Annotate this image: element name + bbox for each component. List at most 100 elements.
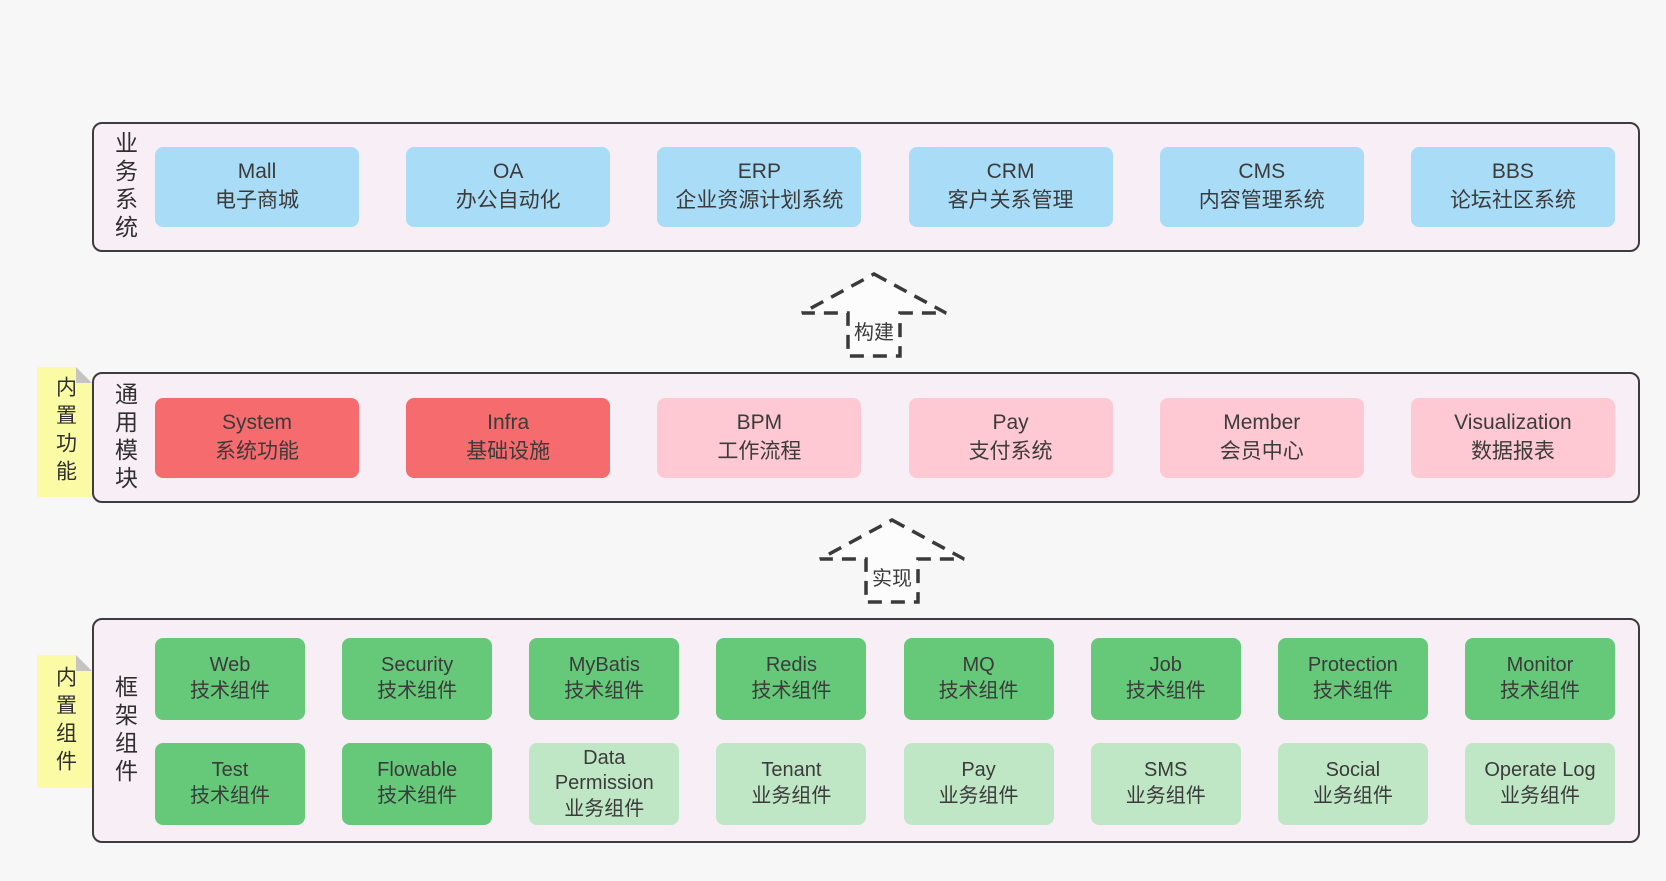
- box-title: Operate Log: [1484, 759, 1596, 782]
- box-subtitle: 办公自动化: [455, 189, 561, 212]
- diagram-box: CRM 客户关系管理: [908, 147, 1113, 227]
- box-title: Flowable: [377, 759, 458, 782]
- box-subtitle: 内容管理系统: [1198, 189, 1325, 212]
- box-subtitle: 电子商城: [215, 189, 299, 212]
- diagram-box: Pay 支付系统: [908, 397, 1113, 478]
- layer-business-systems-label: 业务系统: [111, 131, 138, 243]
- box-subtitle: 技术组件: [751, 680, 832, 702]
- layer-business-systems: 业务系统 Mall 电子商城 OA 办公自动化 ERP 企业资源计划系统 CRM…: [92, 122, 1640, 252]
- box-subtitle: 系统功能: [215, 439, 299, 463]
- business-systems-boxes: Mall 电子商城 OA 办公自动化 ERP 企业资源计划系统 CRM 客户关系…: [155, 124, 1638, 250]
- diagram-box: Web 技术组件: [155, 638, 305, 720]
- diagram-box: Mall 电子商城: [155, 147, 359, 227]
- box-title: ERP: [737, 160, 781, 184]
- box-title: Infra: [487, 410, 530, 434]
- diagram-box: CMS 内容管理系统: [1159, 147, 1364, 227]
- sticky-note-builtin-components: 内置组件: [37, 655, 92, 788]
- box-subtitle: 技术组件: [377, 680, 458, 702]
- box-title: BBS: [1491, 160, 1534, 184]
- diagram-box: OA 办公自动化: [406, 147, 611, 227]
- box-title: Data Permission: [554, 746, 654, 795]
- box-title: Test: [211, 759, 249, 782]
- box-subtitle: 技术组件: [1312, 680, 1393, 702]
- box-title: Security: [381, 654, 454, 677]
- diagram-box: Test 技术组件: [155, 743, 305, 825]
- diagram-box: System 系统功能: [155, 397, 359, 478]
- sticky-note-builtin-features: 内置功能: [37, 367, 92, 497]
- box-title: MyBatis: [568, 654, 640, 677]
- box-subtitle: 技术组件: [190, 785, 270, 807]
- box-title: Pay: [992, 410, 1029, 434]
- arrow-implement: 实现: [817, 517, 967, 605]
- box-subtitle: 业务组件: [1499, 785, 1580, 807]
- diagram-box: Data Permission 业务组件: [529, 743, 680, 825]
- box-subtitle: 业务组件: [564, 797, 645, 820]
- box-subtitle: 企业资源计划系统: [675, 189, 844, 212]
- arrow-build: 构建: [799, 271, 949, 359]
- diagram-box: Job 技术组件: [1090, 638, 1241, 720]
- framework-components-boxes: Web 技术组件 Security 技术组件 MyBatis 技术组件 Redi…: [155, 620, 1638, 841]
- diagram-box: ERP 企业资源计划系统: [657, 147, 862, 227]
- box-title: Protection: [1307, 654, 1398, 677]
- sticky-note-builtin-features-text: 内置功能: [53, 376, 77, 488]
- diagram-box: Security 技术组件: [342, 638, 493, 720]
- diagram-box: Monitor 技术组件: [1464, 638, 1615, 720]
- box-title: Job: [1149, 654, 1182, 677]
- box-subtitle: 论坛社区系统: [1449, 189, 1576, 212]
- diagram-box: Redis 技术组件: [716, 638, 867, 720]
- box-title: Pay: [961, 759, 996, 782]
- box-title: Visualization: [1454, 410, 1572, 434]
- box-subtitle: 业务组件: [1312, 785, 1393, 807]
- common-modules-boxes: System 系统功能 Infra 基础设施 BPM 工作流程 Pay 支付系统…: [155, 374, 1638, 501]
- diagram-box: MQ 技术组件: [903, 638, 1054, 720]
- box-subtitle: 工作流程: [717, 439, 802, 463]
- box-title: OA: [493, 160, 524, 184]
- box-title: BPM: [736, 410, 783, 434]
- box-title: CMS: [1238, 160, 1286, 184]
- box-title: CRM: [986, 160, 1035, 184]
- sticky-note-builtin-components-text: 内置组件: [53, 665, 77, 778]
- arrow-build-label: 构建: [852, 316, 896, 345]
- box-subtitle: 技术组件: [938, 680, 1019, 702]
- diagram-box: MyBatis 技术组件: [529, 638, 680, 720]
- box-subtitle: 技术组件: [1125, 680, 1206, 702]
- box-title: SMS: [1144, 759, 1188, 782]
- box-title: Social: [1325, 759, 1381, 782]
- diagram-box: Social 业务组件: [1277, 743, 1428, 825]
- box-subtitle: 基础设施: [466, 439, 551, 463]
- diagram-box: BPM 工作流程: [657, 397, 862, 478]
- layer-common-modules-label: 通用模块: [111, 381, 138, 494]
- box-subtitle: 技术组件: [1499, 680, 1580, 702]
- box-subtitle: 业务组件: [1125, 785, 1206, 807]
- box-title: Monitor: [1506, 654, 1574, 677]
- diagram-box: BBS 论坛社区系统: [1410, 147, 1615, 227]
- box-subtitle: 技术组件: [377, 785, 458, 807]
- diagram-box: Flowable 技术组件: [342, 743, 493, 825]
- box-subtitle: 技术组件: [190, 680, 270, 702]
- box-title: System: [221, 410, 292, 434]
- box-subtitle: 业务组件: [751, 785, 832, 807]
- diagram-box: Pay 业务组件: [903, 743, 1054, 825]
- up-block-arrow-icon: [819, 518, 965, 604]
- arrow-implement-label: 实现: [870, 562, 914, 591]
- box-title: Web: [209, 654, 251, 677]
- diagram-box: Operate Log 业务组件: [1464, 743, 1615, 825]
- diagram-box: Member 会员中心: [1159, 397, 1364, 478]
- box-subtitle: 业务组件: [938, 785, 1019, 807]
- box-title: Redis: [765, 654, 817, 677]
- diagram-box: Protection 技术组件: [1277, 638, 1428, 720]
- box-title: Member: [1223, 410, 1301, 434]
- up-block-arrow-icon: [801, 272, 947, 358]
- diagram-box: Tenant 业务组件: [716, 743, 867, 825]
- box-title: Mall: [237, 160, 277, 184]
- layer-framework-components: 框架组件 Web 技术组件 Security 技术组件 MyBatis 技术组件…: [92, 618, 1640, 843]
- box-subtitle: 技术组件: [564, 680, 645, 702]
- box-subtitle: 会员中心: [1219, 439, 1304, 463]
- diagram-box: Infra 基础设施: [406, 397, 611, 478]
- diagram-box: Visualization 数据报表: [1410, 397, 1615, 478]
- box-subtitle: 数据报表: [1470, 439, 1555, 463]
- layer-framework-components-label: 框架组件: [111, 674, 138, 787]
- box-title: Tenant: [761, 759, 822, 782]
- diagram-box: SMS 业务组件: [1090, 743, 1241, 825]
- box-subtitle: 支付系统: [968, 439, 1053, 463]
